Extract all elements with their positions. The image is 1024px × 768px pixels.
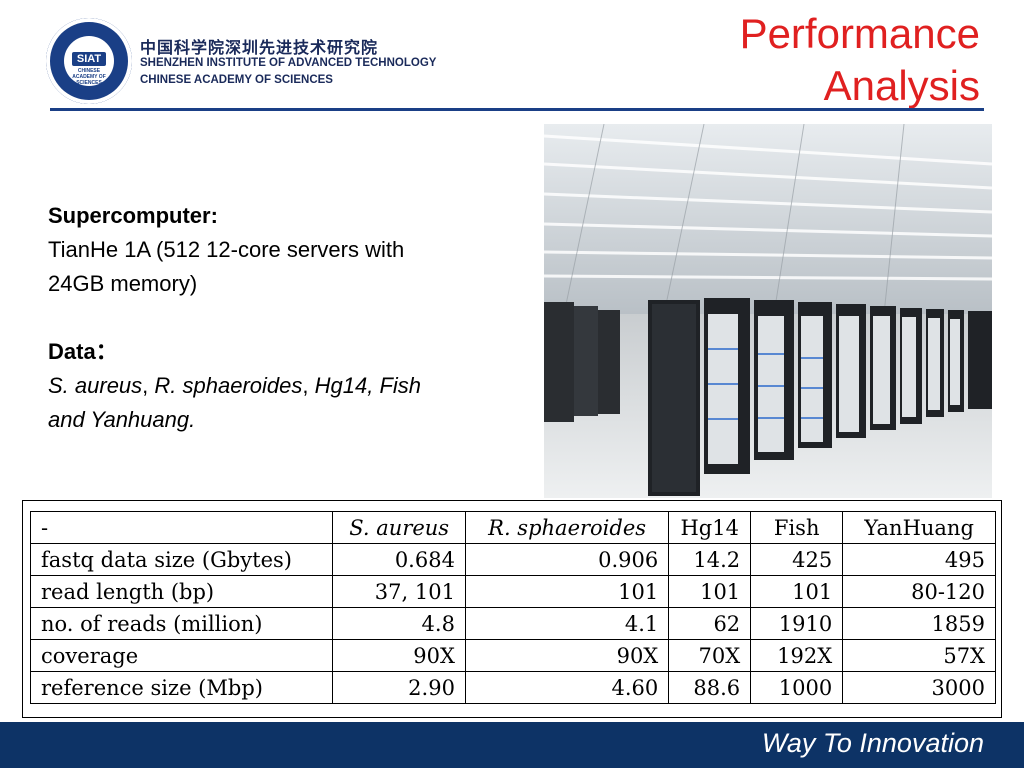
data-list-line2: and Yanhuang.	[48, 407, 196, 432]
table-cell: 101	[464, 575, 670, 608]
table-cell: 4.60	[464, 671, 670, 704]
table-header-cell: Hg14	[668, 511, 752, 544]
supercomputer-heading: Supercomputer:	[48, 203, 218, 228]
institution-name-cn: 中国科学院深圳先进技术研究院	[140, 38, 379, 57]
slide-title: Performance Analysis	[740, 8, 980, 112]
table-header-row: - S. aureus R. sphaeroides Hg14 Fish Yan…	[29, 511, 996, 544]
table-cell: coverage	[29, 639, 334, 672]
data-list-line1: S. aureus, R. sphaeroides, Hg14, Fish	[48, 369, 538, 403]
slide-body: Supercomputer: TianHe 1A (512 12-core se…	[48, 199, 538, 437]
data-item-hg14-fish: Hg14, Fish	[314, 373, 422, 398]
table-cell: 37, 101	[332, 575, 466, 608]
table-cell: 101	[668, 575, 752, 608]
slide-title-line2: Analysis	[823, 62, 980, 109]
performance-data-table: - S. aureus R. sphaeroides Hg14 Fish Yan…	[29, 511, 996, 704]
supercomputer-desc-line2: 24GB memory)	[48, 271, 198, 296]
table-cell: 62	[668, 607, 752, 640]
table-cell: 90X	[332, 639, 466, 672]
table-cell: 80-120	[842, 575, 996, 608]
table-row: coverage 90X 90X 70X 192X 57X	[29, 639, 996, 672]
table-cell: no. of reads (million)	[29, 607, 334, 640]
table-cell: 4.8	[332, 607, 466, 640]
table-cell: reference size (Mbp)	[29, 671, 334, 704]
table-cell: 2.90	[332, 671, 466, 704]
table-cell: 70X	[668, 639, 752, 672]
logo-subtext: CHINESE ACADEMY OF SCIENCES	[72, 68, 106, 86]
supercomputer-desc-line1: TianHe 1A (512 12-core servers with	[48, 237, 405, 262]
paragraph-spacer	[48, 301, 538, 335]
table-frame	[22, 500, 1002, 718]
institution-name-en-line1: SHENZHEN INSTITUTE OF ADVANCED TECHNOLOG…	[140, 57, 437, 69]
table-cell: read length (bp)	[29, 575, 334, 608]
data-heading: Data：	[48, 339, 118, 364]
table-row: no. of reads (million) 4.8 4.1 62 1910 1…	[29, 607, 996, 640]
table-cell: 101	[750, 575, 844, 608]
table-cell: 1910	[750, 607, 844, 640]
table-header-cell: Fish	[750, 511, 844, 544]
table-cell: 90X	[464, 639, 670, 672]
table-cell: 14.2	[668, 543, 752, 576]
table-cell: 495	[842, 543, 996, 576]
table-cell: 57X	[842, 639, 996, 672]
footer-tagline: Way To Innovation	[761, 728, 984, 758]
performance-table-container: - S. aureus R. sphaeroides Hg14 Fish Yan…	[29, 511, 996, 704]
table-cell: 0.906	[464, 543, 670, 576]
data-item-rsphaeroides: R. sphaeroides	[154, 373, 303, 398]
table-cell: 3000	[842, 671, 996, 704]
table-cell: 1000	[750, 671, 844, 704]
table-row: fastq data size (Gbytes) 0.684 0.906 14.…	[29, 543, 996, 576]
footer-bar: Way To Innovation	[0, 722, 1024, 768]
table-cell: 4.1	[464, 607, 670, 640]
logo-abbr: SIAT	[72, 52, 106, 66]
data-separator: ,	[142, 373, 155, 398]
data-item-saureus: S. aureus	[48, 373, 143, 398]
table-cell: fastq data size (Gbytes)	[29, 543, 334, 576]
logo-inner: SIAT CHINESE ACADEMY OF SCIENCES	[64, 36, 114, 86]
table-header-cell: S. aureus	[332, 511, 466, 544]
data-separator: ,	[302, 373, 315, 398]
table-header-cell: -	[29, 511, 334, 544]
table-cell: 192X	[750, 639, 844, 672]
supercomputer-room-illustration	[544, 124, 992, 498]
table-header-cell: R. sphaeroides	[464, 511, 670, 544]
institution-name-en-line2: CHINESE ACADEMY OF SCIENCES	[140, 74, 333, 86]
table-row: reference size (Mbp) 2.90 4.60 88.6 1000…	[29, 671, 996, 704]
table-cell: 425	[750, 543, 844, 576]
table-cell: 88.6	[668, 671, 752, 704]
table-cell: 0.684	[332, 543, 466, 576]
table-cell: 1859	[842, 607, 996, 640]
header-divider	[50, 108, 984, 111]
slide-title-line1: Performance	[739, 10, 980, 57]
table-header-cell: YanHuang	[842, 511, 996, 544]
siat-logo: SIAT CHINESE ACADEMY OF SCIENCES	[46, 18, 132, 104]
supercomputer-room-photo	[544, 124, 992, 498]
table-row: read length (bp) 37, 101 101 101 101 80-…	[29, 575, 996, 608]
